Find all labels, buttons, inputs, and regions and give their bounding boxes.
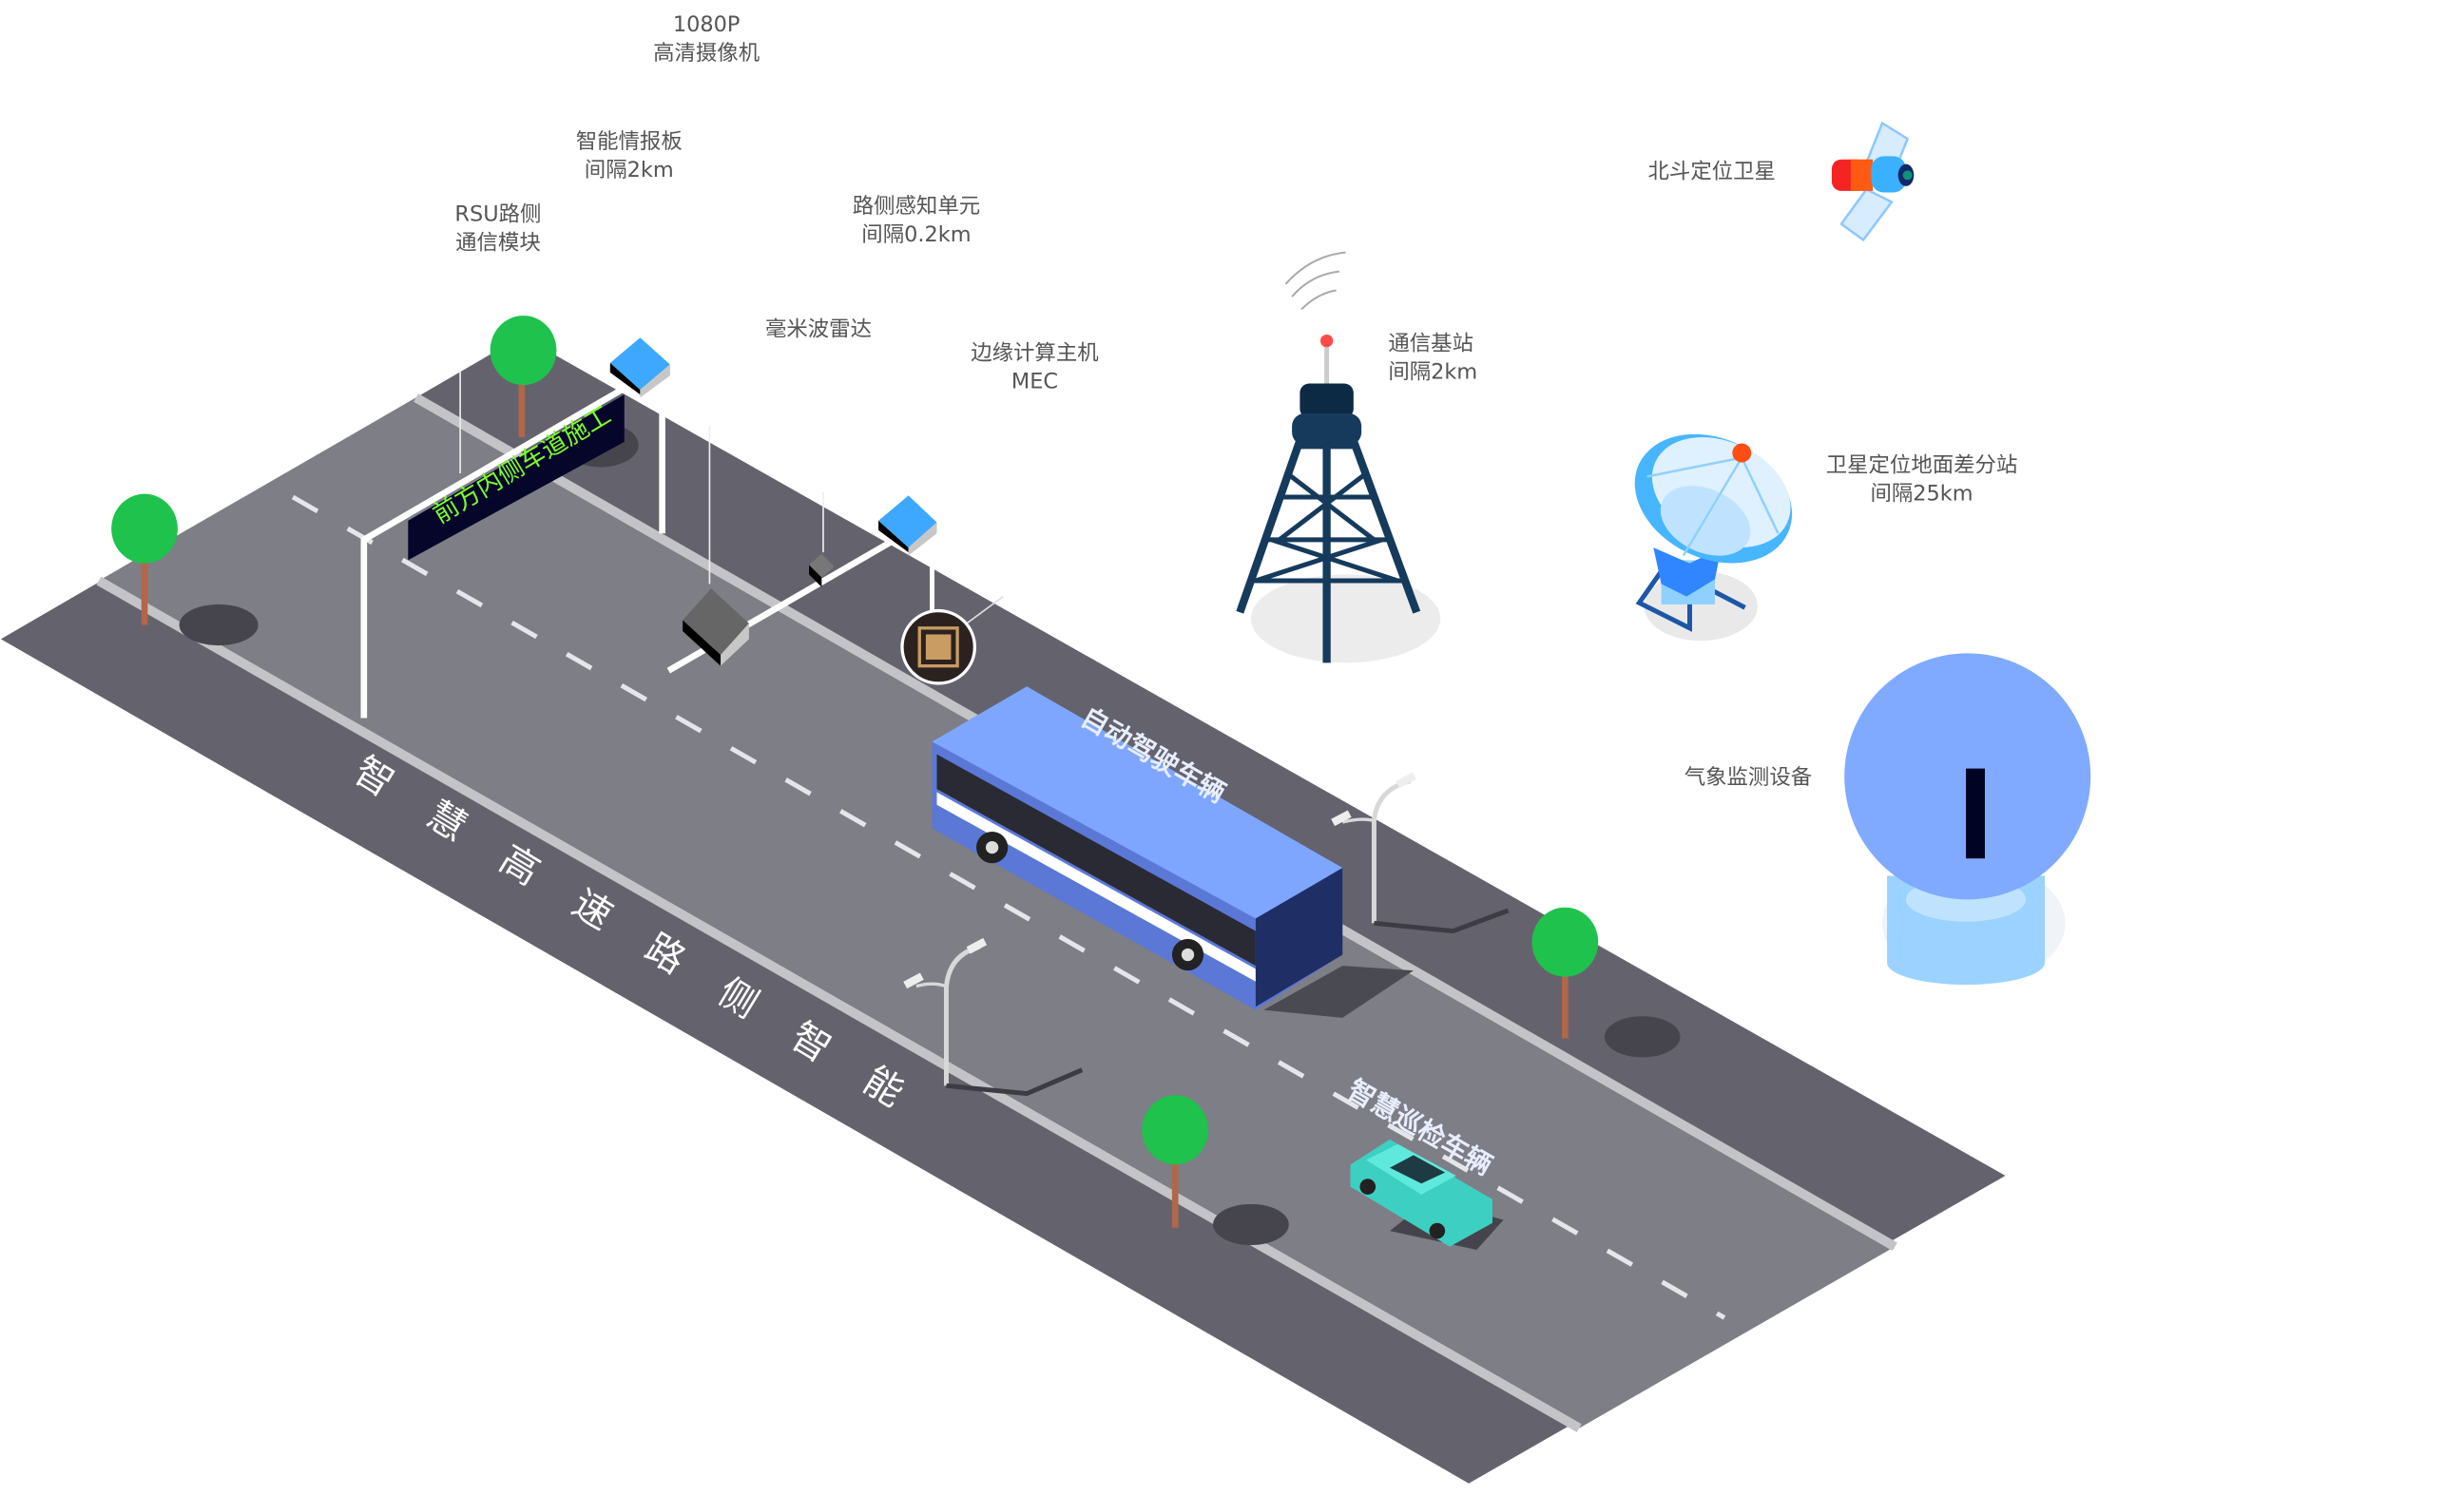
lane-edge-left	[96, 576, 1582, 1432]
weather-label: 气象监测设备	[1684, 765, 1812, 790]
radar-label: 毫米波雷达	[765, 317, 872, 342]
info-board-label-line2: 间隔2km	[585, 158, 674, 182]
base-station-label-line2: 间隔2km	[1388, 359, 1477, 384]
tree-icon	[1142, 1095, 1289, 1246]
base-station-label-line1: 通信基站	[1388, 332, 1473, 356]
camera-label-line1: 1080P	[673, 12, 741, 37]
perception-label-line2: 间隔0.2km	[861, 222, 971, 247]
label-gnss-station: 卫星定位地面差分站 间隔25km	[1826, 452, 2018, 506]
mec-label-line2: MEC	[1011, 369, 1058, 393]
beidou-label: 北斗定位卫星	[1648, 160, 1776, 184]
camera-icon	[683, 588, 749, 666]
label-info-board: 智能情报板 间隔2km	[576, 129, 683, 182]
label-base-station: 通信基站 间隔2km	[1388, 332, 1477, 385]
street-lamp-icon	[903, 937, 1084, 1097]
autonomous-bus: 自动驾驶车辆	[932, 686, 1414, 1018]
rsu-label-line2: 通信模块	[455, 230, 541, 255]
label-perception: 路侧感知单元 间隔0.2km	[853, 194, 980, 247]
perception-label-line1: 路侧感知单元	[853, 194, 980, 219]
perception-unit-icon	[878, 495, 937, 556]
camera-label-line2: 高清摄像机	[653, 41, 760, 66]
info-board-label-line1: 智能情报板	[576, 129, 683, 154]
mec-label-line1: 边缘计算主机	[971, 341, 1098, 366]
base-station-tower-icon	[1236, 251, 1441, 663]
tree-icon	[111, 493, 259, 646]
weather-monitor-icon	[1844, 653, 2091, 986]
gnss-station-label-line2: 间隔25km	[1870, 481, 1973, 506]
rsu-module-icon	[609, 337, 670, 398]
tree-icon	[1531, 907, 1681, 1058]
radar-icon	[809, 553, 835, 587]
beidou-satellite-icon	[1831, 121, 1915, 242]
label-beidou: 北斗定位卫星	[1648, 160, 1776, 184]
label-mec: 边缘计算主机 MEC	[971, 341, 1098, 394]
street-lamp-icon	[1331, 772, 1510, 934]
label-weather: 气象监测设备	[1684, 765, 1812, 790]
mec-chip-icon	[900, 595, 1004, 685]
label-radar: 毫米波雷达	[765, 317, 872, 342]
center-dash-line	[291, 494, 1726, 1320]
label-rsu: RSU路侧 通信模块	[454, 201, 541, 255]
info-board	[408, 394, 625, 561]
gnss-ground-station-dish-icon	[1634, 433, 1793, 642]
gnss-station-label-line1: 卫星定位地面差分站	[1826, 452, 2018, 477]
label-camera: 1080P 高清摄像机	[653, 12, 760, 66]
rsu-label-line1: RSU路侧	[454, 201, 541, 226]
